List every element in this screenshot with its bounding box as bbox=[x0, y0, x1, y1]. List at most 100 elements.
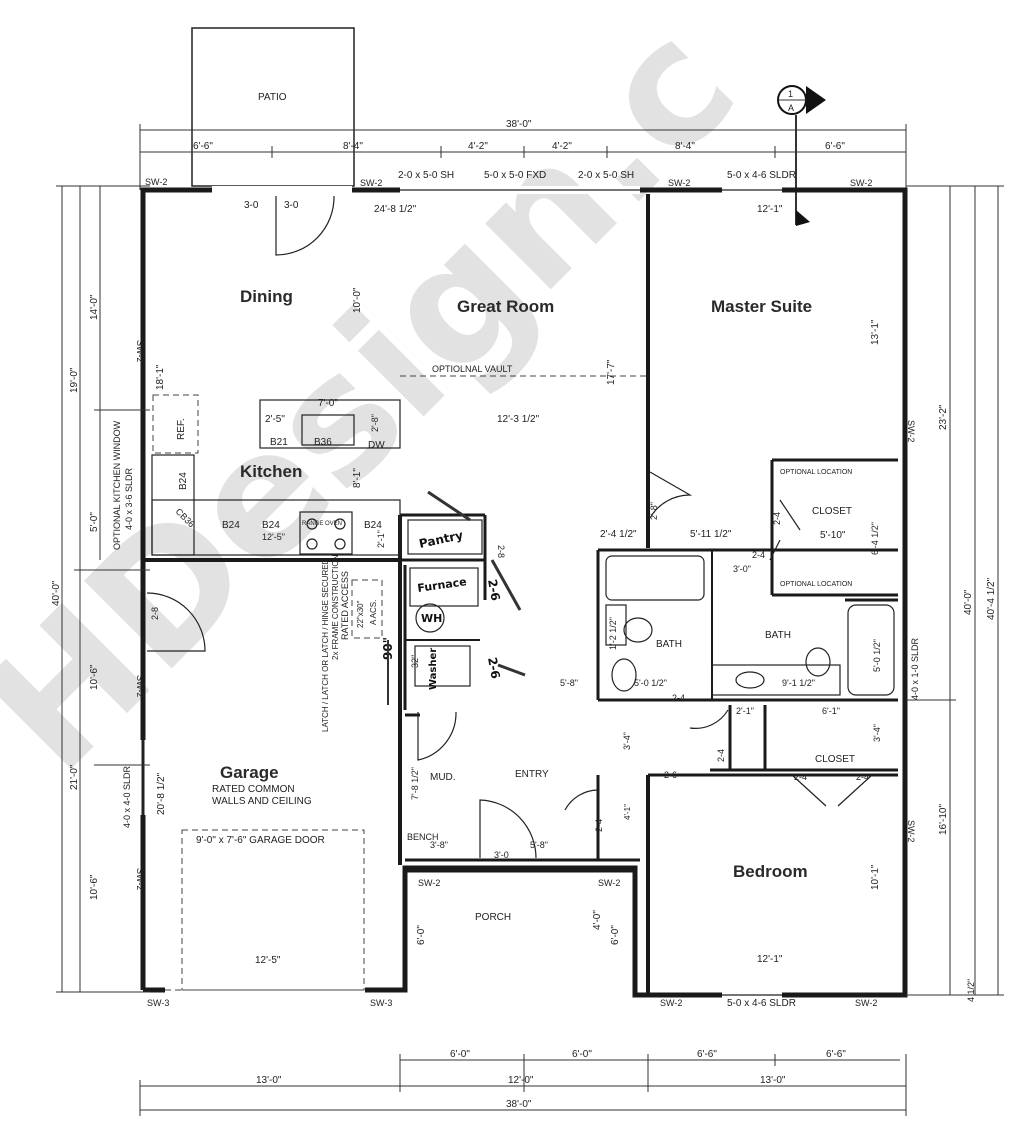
sw-label: SW-3 bbox=[370, 998, 392, 1008]
bottom-dimensions: 6'-0" 6'-0" 6'-6" 6'-6" 13'-0" 12'-0" 13… bbox=[139, 1049, 907, 1116]
sw-label: SW-2 bbox=[668, 178, 690, 188]
dim-top-d: 4'-2" bbox=[552, 141, 572, 152]
dim-right: 23'-2" bbox=[938, 404, 949, 430]
dim-int: 2-4 bbox=[772, 512, 782, 525]
sw-label: SW-2 bbox=[855, 998, 877, 1008]
dim-top-b: 8'-4" bbox=[343, 141, 363, 152]
dim-right: 4 1/2" bbox=[966, 979, 976, 1002]
dim-int: 6'-0" bbox=[610, 925, 621, 945]
right-dimensions: 23'-2" 40'-0" 40'-4 1/2" 16'-10" 4 1/2" bbox=[906, 185, 1004, 1002]
dim-int: 4'-1" bbox=[623, 804, 632, 820]
dim-int: 6'-4 1/2" bbox=[870, 522, 880, 555]
left-dimensions: 19'-0" 14'-0" 5'-0" 40'-0" 10'-6" 21'-0"… bbox=[51, 185, 150, 993]
dim-int: 10'-0" bbox=[352, 287, 363, 313]
dim-int: 2'-8" bbox=[649, 502, 659, 520]
dim-top-f: 6'-6" bbox=[825, 141, 845, 152]
dim-int: 2'-1" bbox=[736, 706, 754, 716]
dim-top-a: 6'-6" bbox=[193, 141, 213, 152]
dim-left: 5'-0" bbox=[89, 512, 100, 532]
cab-b24: B24 bbox=[262, 520, 280, 531]
sw-label: SW-2 bbox=[850, 178, 872, 188]
dim-int: 2-4 bbox=[794, 772, 807, 782]
dim-int: 2-8 bbox=[496, 545, 506, 558]
optional-vault-label: OPTIOLNAL VAULT bbox=[432, 364, 513, 374]
dim-int: 12'-5" bbox=[262, 532, 285, 542]
dim-int: 5'-8" bbox=[560, 678, 578, 688]
room-label-porch: PORCH bbox=[475, 912, 511, 923]
window-label: 2-0 x 5-0 SH bbox=[578, 170, 634, 181]
window-label: 4-0 x 1-0 SLDR bbox=[910, 637, 920, 700]
dim-int: 3'-4" bbox=[622, 732, 632, 750]
patio-label: PATIO bbox=[258, 92, 287, 103]
dim-bottom: 6'-6" bbox=[697, 1049, 717, 1060]
sw-label: SW-2 bbox=[135, 868, 145, 890]
dim-int: 2-4 bbox=[672, 693, 685, 703]
dim-bottom: 6'-0" bbox=[450, 1049, 470, 1060]
dim-int: 2-6 bbox=[664, 770, 677, 780]
dim-int: 2'-8" bbox=[370, 414, 380, 432]
dim-left: 14'-0" bbox=[89, 294, 100, 320]
dim-bottom: 13'-0" bbox=[760, 1075, 786, 1086]
sw-label: SW-2 bbox=[660, 998, 682, 1008]
cab-ref: REF. bbox=[176, 418, 187, 440]
dim-int: 2-4 bbox=[594, 819, 604, 832]
sw-label: SW-2 bbox=[906, 820, 916, 842]
dim-int: 5'-11 1/2" bbox=[690, 529, 732, 540]
rated-access-note: A ACS. bbox=[369, 600, 378, 625]
window-label: 5-0 x 4-6 SLDR bbox=[727, 170, 796, 181]
doors bbox=[146, 195, 873, 859]
dim-int: 7'-0" bbox=[318, 398, 338, 409]
dim-left: 10'-6" bbox=[89, 664, 100, 690]
sw-label: SW-2 bbox=[145, 177, 167, 187]
dim-bottom: 6'-0" bbox=[572, 1049, 592, 1060]
optional-location-label: OPTIONAL LOCATION bbox=[780, 581, 852, 588]
window-label: 3-0 bbox=[284, 200, 299, 211]
window-label: 4-0 x 4-0 SLDR bbox=[122, 765, 132, 828]
rated-access-note: 2x FRAME CONSTRUCTION bbox=[331, 554, 340, 660]
garage-note: WALLS AND CEILING bbox=[212, 796, 312, 807]
room-label-garage: Garage bbox=[220, 763, 279, 782]
bath-fixtures bbox=[605, 555, 895, 696]
room-label-entry: ENTRY bbox=[515, 769, 549, 780]
cab-dw: DW bbox=[368, 440, 385, 451]
sw-label: SW-2 bbox=[906, 420, 916, 442]
bench-label: BENCH bbox=[407, 832, 439, 842]
dim-int: 10'-1" bbox=[870, 864, 881, 890]
interior-dimensions: 24'-8 1/2" 12'-1" 10'-0" 18'-1" 17'-7" 1… bbox=[150, 204, 882, 966]
cab-b36: B36 bbox=[314, 437, 332, 448]
dim-int: 6'-0" bbox=[416, 925, 427, 945]
dim-left: 21'-0" bbox=[69, 764, 80, 790]
dim-int: 2-8 bbox=[150, 607, 160, 620]
window-label: 5-0 x 5-0 FXD bbox=[484, 170, 546, 181]
room-label-kitchen: Kitchen bbox=[240, 462, 302, 481]
dim-int: 12'-1" bbox=[757, 954, 783, 965]
hw-dim: 2-6 bbox=[485, 578, 503, 602]
patio-outline bbox=[191, 27, 355, 187]
dim-int: 6'-1" bbox=[822, 706, 840, 716]
dim-right: 40'-0" bbox=[963, 589, 974, 615]
section-arrow bbox=[806, 86, 826, 114]
garage-note: RATED COMMON bbox=[212, 784, 295, 795]
room-label-dining: Dining bbox=[240, 287, 293, 306]
dim-int: 3'-0 bbox=[494, 850, 509, 860]
sw-label: SW-2 bbox=[598, 878, 620, 888]
room-label-bath: BATH bbox=[765, 630, 791, 641]
dim-int: 5'-0 1/2" bbox=[872, 639, 882, 672]
dim-int: 24'-8 1/2" bbox=[374, 204, 417, 215]
room-label-great-room: Great Room bbox=[457, 297, 554, 316]
dim-top-e: 8'-4" bbox=[675, 141, 695, 152]
dim-int: 8'-1" bbox=[352, 468, 363, 488]
water-heater-label: WH bbox=[421, 612, 442, 625]
pantry-label: Pantry bbox=[418, 528, 465, 551]
dim-int: 32" bbox=[410, 655, 420, 668]
dim-right: 16'-10" bbox=[938, 804, 949, 835]
cab-b21: B21 bbox=[270, 437, 288, 448]
garage-door-label: 9'-0" x 7'-6" GARAGE DOOR bbox=[196, 835, 325, 846]
dim-int: 2-4 bbox=[716, 749, 726, 762]
dim-int: 18'-1" bbox=[155, 364, 166, 390]
sw-label: SW-2 bbox=[360, 178, 382, 188]
dim-int: 12'-5" bbox=[255, 955, 281, 966]
section-flag bbox=[796, 210, 810, 226]
cab-b24: B24 bbox=[364, 520, 382, 531]
